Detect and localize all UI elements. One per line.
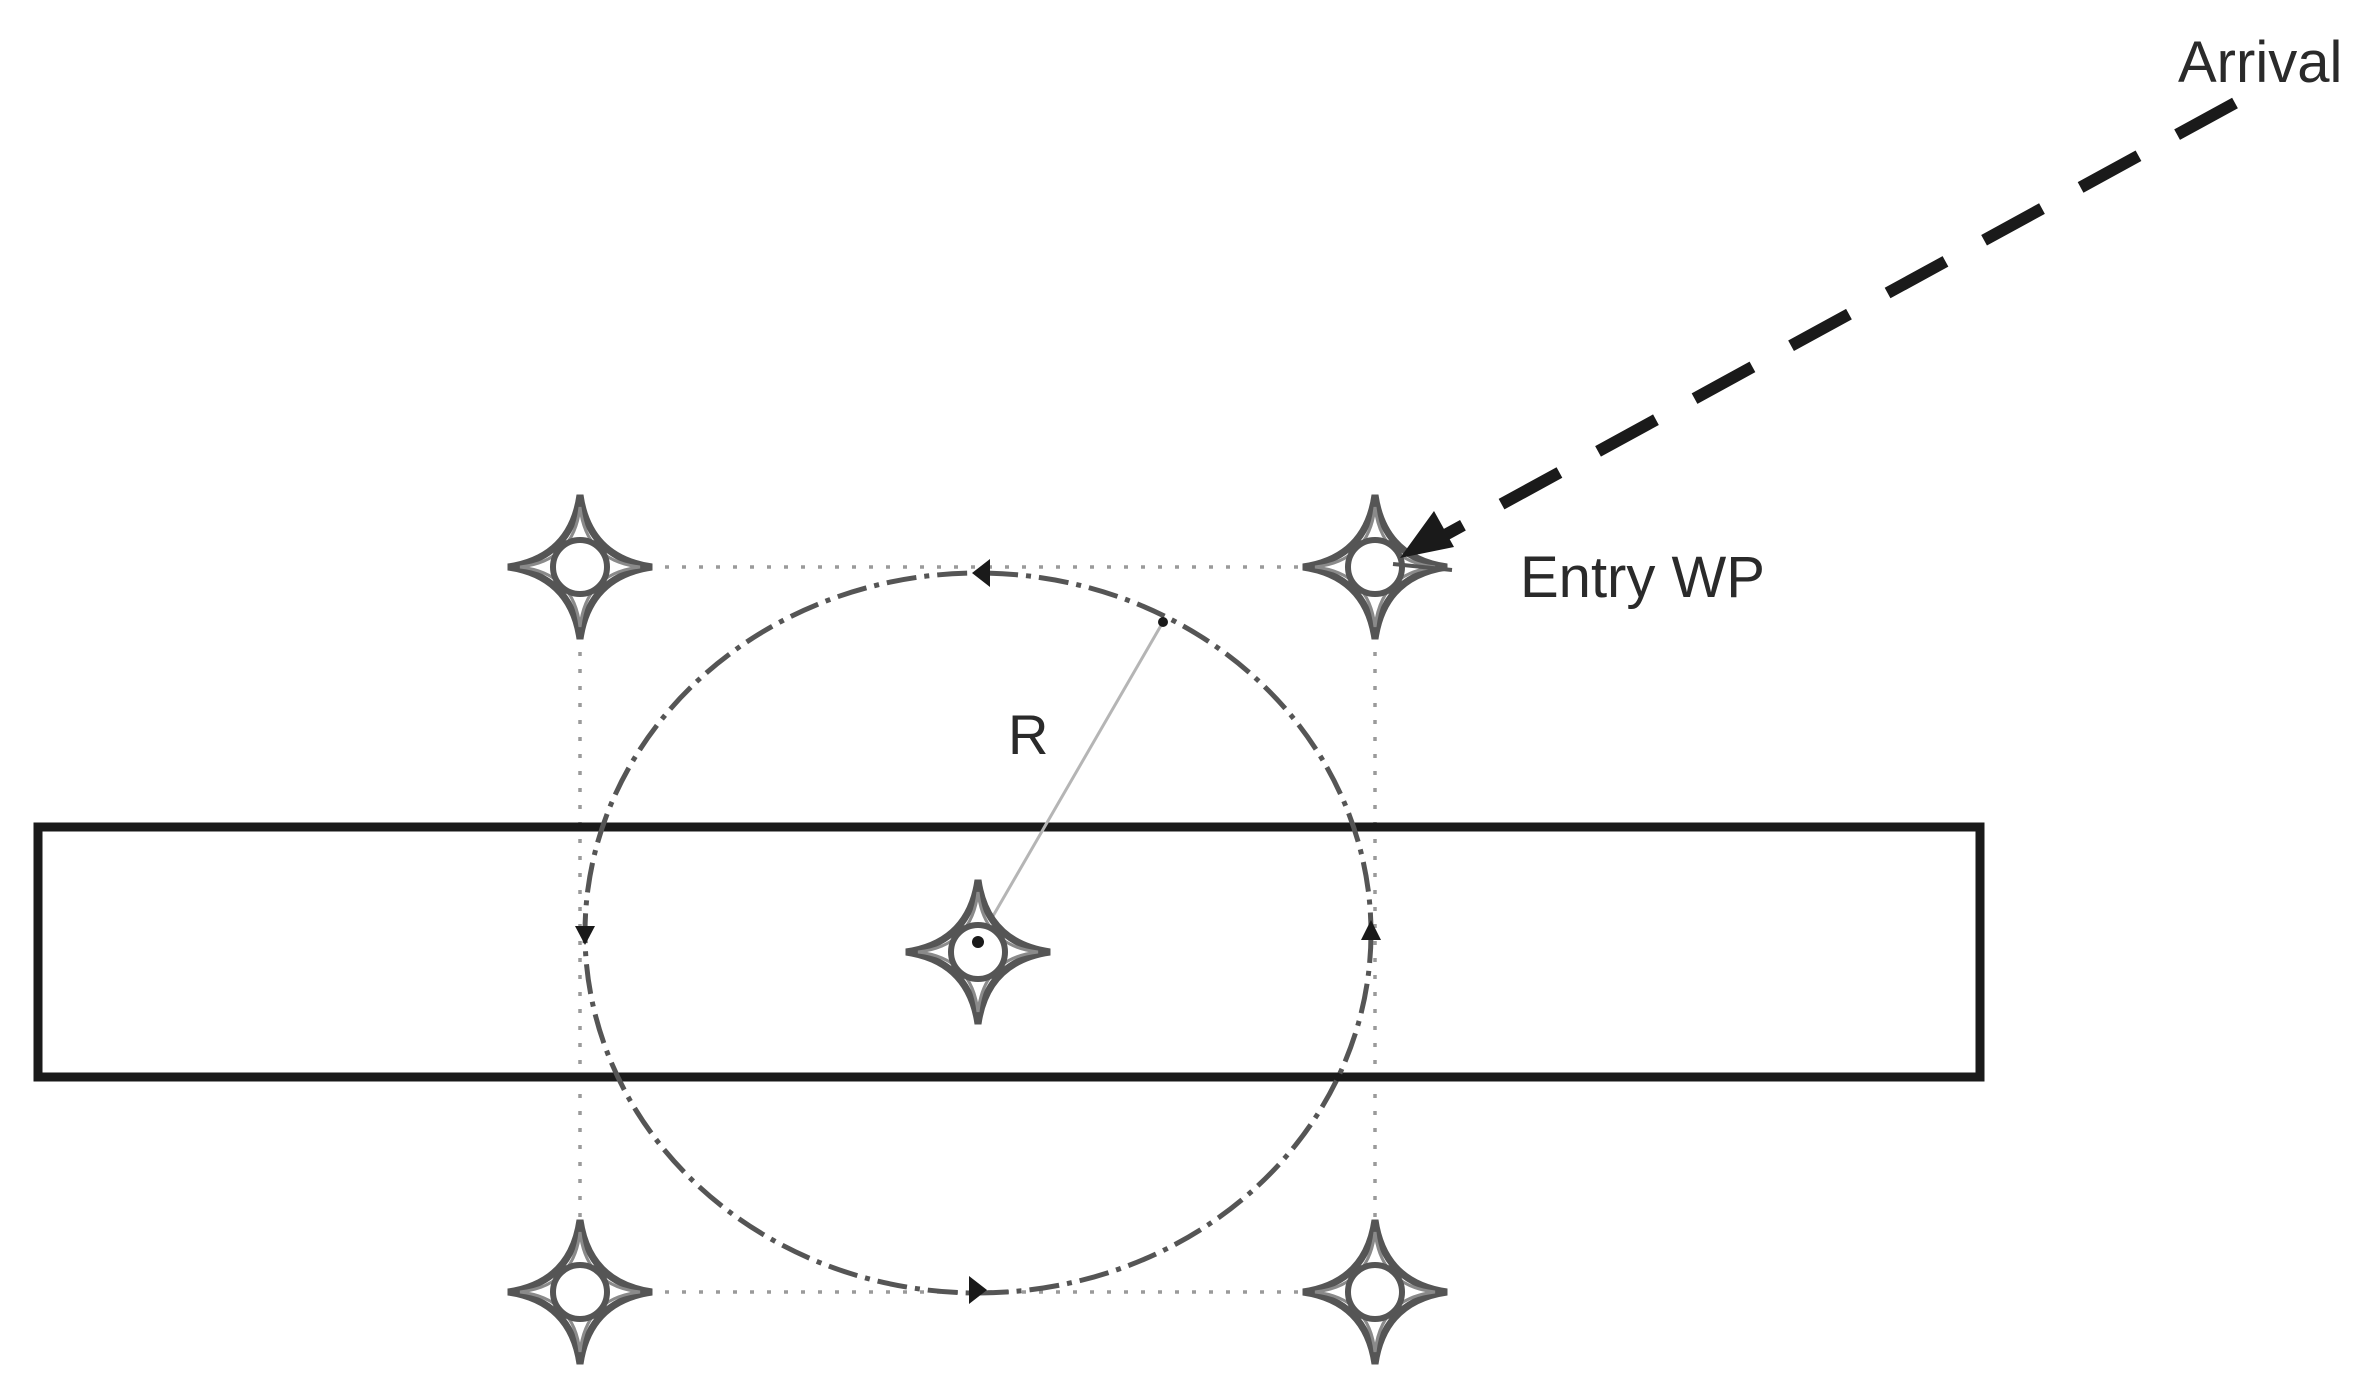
- waypoint-icon: [508, 1220, 652, 1364]
- arrival-label: Arrival: [2178, 30, 2342, 95]
- waypoint-icon: [508, 495, 652, 639]
- circle-direction-arrow-right: [1361, 920, 1381, 940]
- arrival-arrow-tick: [1392, 562, 1453, 572]
- radius-end-dot: [1158, 617, 1168, 627]
- center-waypoint-icon: [906, 880, 1050, 1024]
- arrival-path-line: [1422, 97, 2238, 552]
- circle-direction-arrow-bottom: [969, 1276, 987, 1304]
- runway-rectangle: [33, 822, 1985, 1082]
- waypoint-icon: [1303, 1220, 1447, 1364]
- entry-wp-label: Entry WP: [1520, 545, 1765, 610]
- radius-label: R: [1008, 703, 1048, 766]
- center-dot: [972, 936, 984, 948]
- guide-square: [578, 565, 1377, 1294]
- radius-line: [976, 621, 1165, 943]
- arrival-arrowhead: [1400, 511, 1454, 558]
- circle-direction-arrow-left: [575, 926, 595, 945]
- circle-direction-arrow-top: [972, 559, 990, 587]
